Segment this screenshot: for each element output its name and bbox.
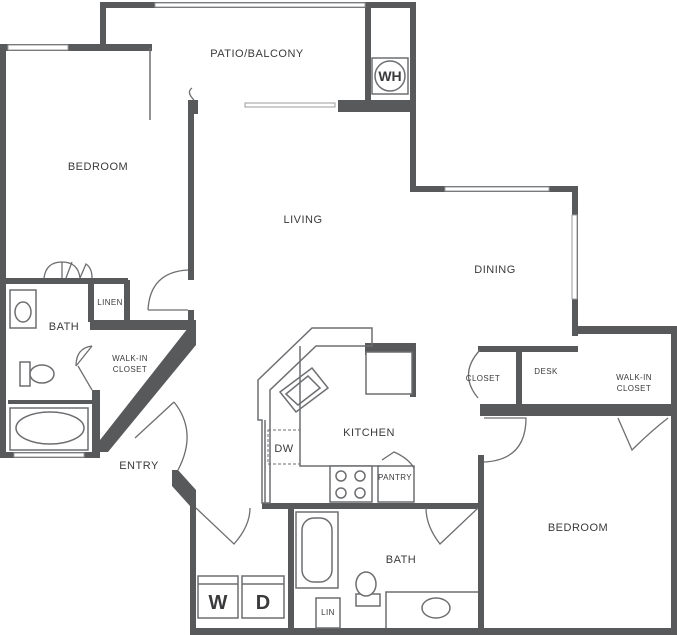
entry-label: ENTRY — [119, 460, 159, 472]
closet-small-label: CLOSET — [466, 374, 500, 383]
kitchen-fixtures — [257, 327, 415, 504]
dining-label: DINING — [474, 264, 516, 276]
stove — [329, 465, 373, 503]
walkin-left-label-1: WALK-IN — [112, 354, 148, 363]
bedroom-left-label: BEDROOM — [68, 161, 128, 173]
kitchen-sink — [278, 366, 330, 414]
dishwasher-label: DW — [274, 443, 293, 455]
windows — [7, 2, 578, 458]
bedroom-right-label: BEDROOM — [548, 522, 608, 534]
walkin-right-label-2: CLOSET — [617, 384, 651, 393]
bath-bottom-label: BATH — [386, 554, 417, 566]
patio-label: PATIO/BALCONY — [210, 48, 304, 60]
water-heater-box — [371, 57, 409, 95]
desk-label: DESK — [534, 367, 558, 376]
linen-label: LINEN — [97, 298, 123, 307]
dryer-box — [241, 575, 285, 619]
dishwasher-box — [267, 429, 301, 465]
labels: PATIO/BALCONY BEDROOM LIVING DINING BATH… — [49, 48, 652, 617]
walkin-left-label-2: CLOSET — [113, 365, 147, 374]
washer-label: W — [209, 592, 228, 614]
walkin-right-label-1: WALK-IN — [616, 373, 652, 382]
bath-fixtures — [9, 289, 478, 629]
dryer-label: D — [256, 592, 270, 614]
lin-label: LIN — [321, 608, 335, 617]
washer-box — [197, 575, 239, 619]
laundry-fixtures — [197, 57, 409, 619]
bath-left-label: BATH — [49, 321, 80, 333]
pantry-label: PANTRY — [378, 473, 412, 482]
water-heater-label: WH — [378, 68, 401, 84]
living-label: LIVING — [283, 214, 322, 226]
kitchen-label: KITCHEN — [343, 427, 395, 439]
